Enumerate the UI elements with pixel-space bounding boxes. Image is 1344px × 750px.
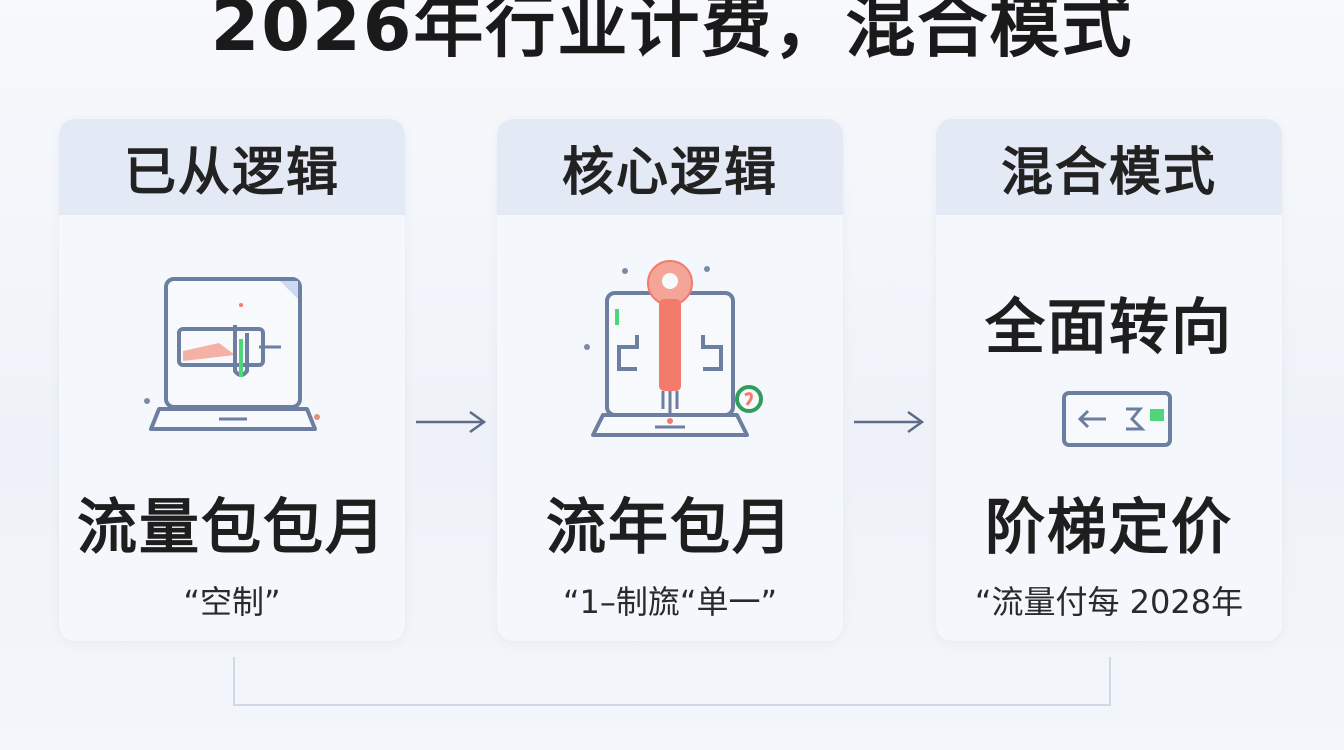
panel-main-label: 流年包月 (546, 493, 794, 563)
panel-hybrid-mode: 混合模式 全面转向 阶梯定价 “流量付每 2028年 (936, 119, 1282, 641)
panel-note: “流量付每 2028年 (974, 583, 1244, 621)
page-title: 2026年行业计费，混合模式 (210, 0, 1134, 67)
panel-header: 核心逻辑 (497, 119, 843, 215)
panel-main-label: 流量包包月 (77, 493, 387, 563)
panel-header: 已从逻辑 (59, 119, 405, 215)
bottom-bracket (232, 655, 1112, 715)
flow-arrow-icon (414, 405, 488, 443)
panel-header: 混合模式 (936, 119, 1282, 215)
panel-top-label: 全面转向 (985, 293, 1233, 363)
panel-core-logic: 核心逻辑 流年包月 “1–制旒“单一” (497, 119, 843, 641)
flow-arrow-icon (852, 405, 926, 443)
panel-main-label: 阶梯定价 (985, 493, 1233, 563)
laptop-key-icon (497, 259, 843, 459)
laptop-document-icon (59, 259, 405, 459)
arrow-card-icon (936, 387, 1282, 451)
panel-current-logic: 已从逻辑 流量包包月 “空制” (59, 119, 405, 641)
panel-note: “空制” (183, 583, 281, 621)
panel-note: “1–制旒“单一” (562, 583, 778, 621)
